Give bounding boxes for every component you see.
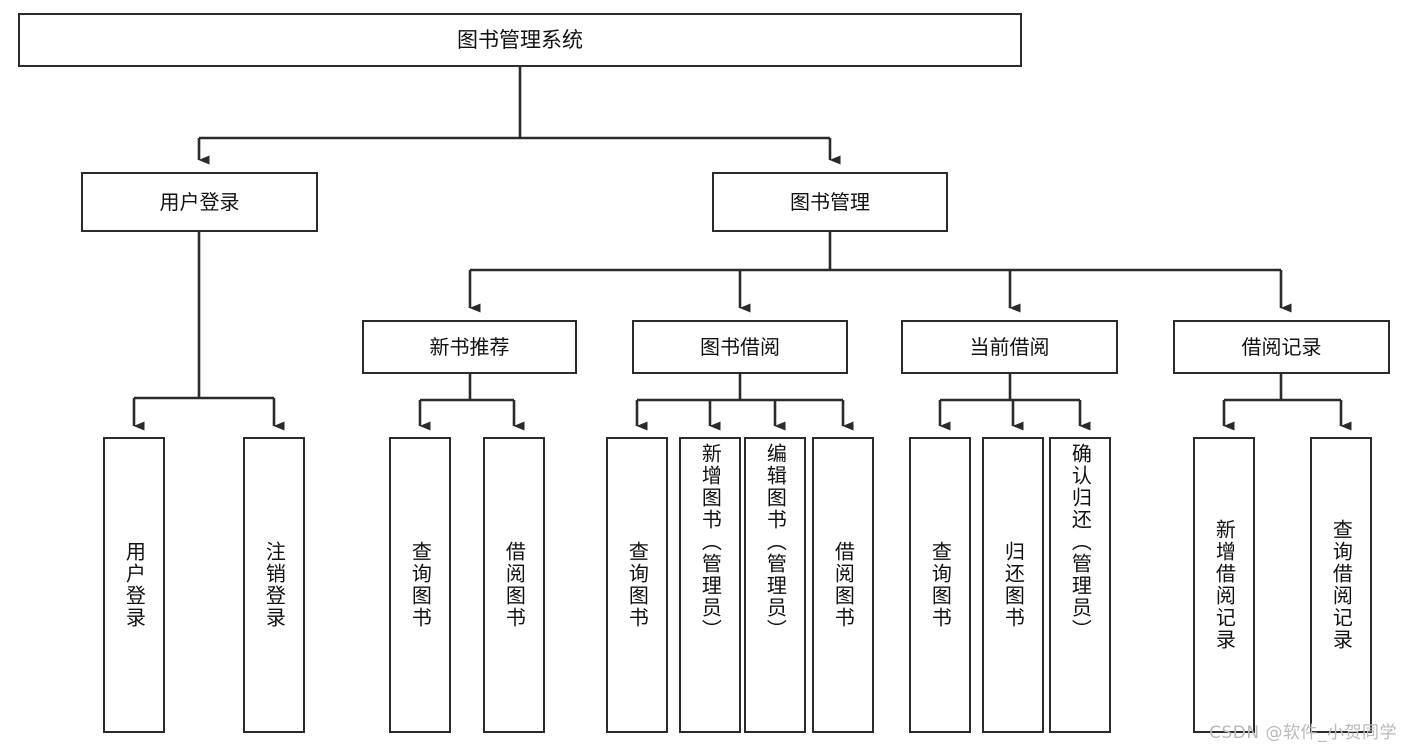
node-root-system[interactable]: 图书管理系统 xyxy=(18,13,1022,67)
leaf-label: 查询图书 xyxy=(928,541,953,629)
node-book-borrow[interactable]: 图书借阅 xyxy=(632,320,848,374)
leaf-return-book[interactable]: 归还图书 xyxy=(982,437,1044,733)
node-label: 图书借阅 xyxy=(700,334,780,359)
leaf-label: 查询图书 xyxy=(408,541,433,629)
node-label: 当前借阅 xyxy=(969,334,1050,359)
csdn-watermark: CSDN @软件_小贺同学 xyxy=(1209,723,1397,743)
leaf-borrow-book[interactable]: 借阅图书 xyxy=(812,437,874,733)
leaf-label: 新增借阅记录 xyxy=(1212,519,1237,651)
leaf-label: 用户登录 xyxy=(122,541,147,629)
leaf-label: 借阅图书 xyxy=(502,541,527,629)
leaf-edit-book-admin[interactable]: 编辑图书（管理员） xyxy=(744,437,806,733)
node-label: 借阅记录 xyxy=(1241,334,1322,359)
leaf-user-login[interactable]: 用户登录 xyxy=(103,437,165,733)
leaf-borrow-book-rec[interactable]: 借阅图书 xyxy=(483,437,545,733)
leaf-query-book-current[interactable]: 查询图书 xyxy=(909,437,971,733)
node-user-login[interactable]: 用户登录 xyxy=(81,172,318,232)
leaf-query-borrow-record[interactable]: 查询借阅记录 xyxy=(1310,437,1372,733)
leaf-label: 借阅图书 xyxy=(831,541,856,629)
leaf-query-book-rec[interactable]: 查询图书 xyxy=(389,437,451,733)
leaf-label: 注销登录 xyxy=(262,541,287,629)
node-label: 图书管理 xyxy=(790,189,870,214)
node-current-borrow[interactable]: 当前借阅 xyxy=(901,320,1118,374)
leaf-label: 新增图书（管理员） xyxy=(698,443,723,641)
node-borrow-record[interactable]: 借阅记录 xyxy=(1173,320,1390,374)
leaf-label: 查询借阅记录 xyxy=(1329,519,1354,651)
node-label: 图书管理系统 xyxy=(457,27,583,52)
leaf-confirm-return-admin[interactable]: 确认归还（管理员） xyxy=(1049,437,1111,733)
node-book-management[interactable]: 图书管理 xyxy=(712,172,948,232)
leaf-add-book-admin[interactable]: 新增图书（管理员） xyxy=(679,437,741,733)
leaf-add-borrow-record[interactable]: 新增借阅记录 xyxy=(1193,437,1255,733)
leaf-label: 归还图书 xyxy=(1001,541,1026,629)
leaf-label: 编辑图书（管理员） xyxy=(763,443,788,641)
leaf-label: 查询图书 xyxy=(625,541,650,629)
node-label: 新书推荐 xyxy=(429,334,510,359)
node-new-book-recommend[interactable]: 新书推荐 xyxy=(362,320,577,374)
leaf-logout[interactable]: 注销登录 xyxy=(243,437,305,733)
node-label: 用户登录 xyxy=(159,189,240,214)
leaf-label: 确认归还（管理员） xyxy=(1068,443,1093,641)
leaf-query-book-borrow[interactable]: 查询图书 xyxy=(606,437,668,733)
